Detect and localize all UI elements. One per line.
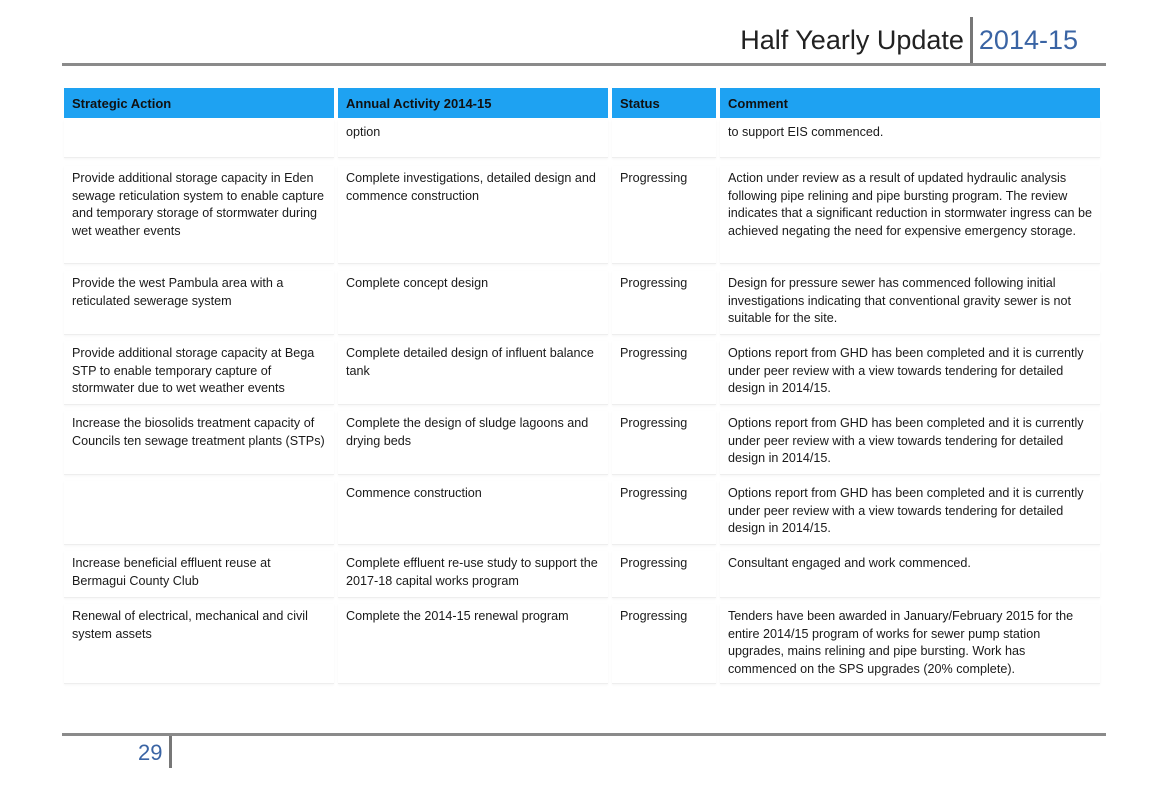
cell-action: Increase beneficial effluent reuse at Be… [64,551,334,598]
cell-activity: Commence construction [338,481,608,545]
cell-action: Provide additional storage capacity in E… [64,166,334,264]
cell-activity: Complete detailed design of influent bal… [338,341,608,405]
table-row: Provide the west Pambula area with a ret… [62,271,1106,335]
column-header-status: Status [612,88,716,118]
cell-comment: Options report from GHD has been complet… [720,411,1100,475]
cell-activity: Complete investigations, detailed design… [338,166,608,264]
cell-status: Progressing [612,271,716,335]
header-year: 2014-15 [978,24,1078,55]
footer-divider [169,736,172,768]
page-number: 29 [138,740,163,765]
cell-status: Progressing [612,604,716,684]
cell-status [612,120,716,158]
cell-comment: Options report from GHD has been complet… [720,481,1100,545]
table-row: Commence construction Progressing Option… [62,481,1106,545]
cell-activity: Complete effluent re-use study to suppor… [338,551,608,598]
cell-comment: Options report from GHD has been complet… [720,341,1100,405]
cell-action: Provide the west Pambula area with a ret… [64,271,334,335]
column-header-comment: Comment [720,88,1100,118]
strategic-actions-table: Strategic Action Annual Activity 2014-15… [62,86,1106,684]
cell-action: Provide additional storage capacity at B… [64,341,334,405]
cell-status: Progressing [612,411,716,475]
header-divider [969,17,973,63]
cell-comment: Consultant engaged and work commenced. [720,551,1100,598]
cell-comment: Tenders have been awarded in January/Feb… [720,604,1100,684]
cell-activity: Complete concept design [338,271,608,335]
cell-action [64,120,334,158]
table-row: Increase the biosolids treatment capacit… [62,411,1106,475]
table-header-row: Strategic Action Annual Activity 2014-15… [62,86,1106,120]
cell-status: Progressing [612,551,716,598]
table-row: Increase beneficial effluent reuse at Be… [62,551,1106,598]
cell-action: Increase the biosolids treatment capacit… [64,411,334,475]
header-title: Half Yearly Update [740,24,964,55]
table-row: Renewal of electrical, mechanical and ci… [62,604,1106,684]
table-row: option to support EIS commenced. [62,120,1106,158]
page-footer-rule [62,733,1106,736]
cell-activity: Complete the 2014-15 renewal program [338,604,608,684]
cell-status: Progressing [612,166,716,264]
cell-status: Progressing [612,481,716,545]
cell-activity: Complete the design of sludge lagoons an… [338,411,608,475]
cell-comment: to support EIS commenced. [720,120,1100,158]
column-header-strategic-action: Strategic Action [64,88,334,118]
cell-action [64,481,334,545]
page-header: Half Yearly Update 2014-15 [62,14,1106,66]
column-header-annual-activity: Annual Activity 2014-15 [338,88,608,118]
cell-action: Renewal of electrical, mechanical and ci… [64,604,334,684]
cell-activity: option [338,120,608,158]
header-text-group: Half Yearly Update 2014-15 [740,17,1078,63]
cell-status: Progressing [612,341,716,405]
table-row: Provide additional storage capacity at B… [62,341,1106,405]
cell-comment: Action under review as a result of updat… [720,166,1100,264]
cell-comment: Design for pressure sewer has commenced … [720,271,1100,335]
table-row: Provide additional storage capacity in E… [62,166,1106,264]
